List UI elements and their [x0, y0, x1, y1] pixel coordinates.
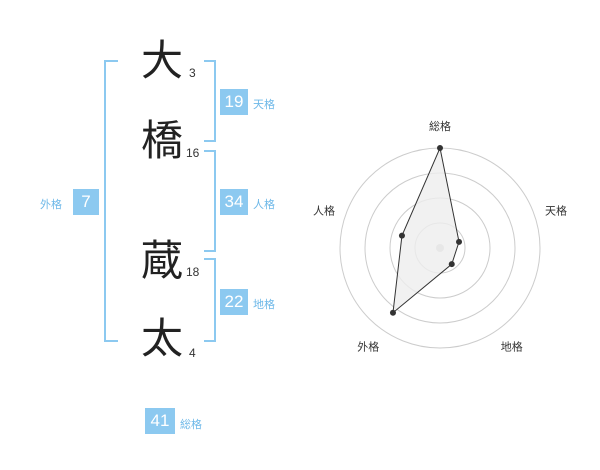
- stroke-count-3: 18: [186, 265, 200, 279]
- radar-axis-label: 外格: [357, 340, 379, 354]
- radar-axis-label: 地格: [501, 340, 523, 354]
- radar-point-3: [448, 261, 455, 268]
- tenkaku-badge: 19: [220, 89, 248, 115]
- stroke-count-1: 3: [189, 66, 196, 80]
- radar-axis-label: 天格: [545, 203, 567, 217]
- tenkaku-bracket: [204, 60, 216, 142]
- soukaku-badge: 41: [145, 408, 175, 434]
- radar-axis-label: 総格: [429, 119, 451, 133]
- radar-point-2: [456, 238, 463, 245]
- jinkaku-badge: 34: [220, 189, 248, 215]
- jinkaku-label: 人格: [253, 198, 275, 211]
- name-char-2: 橋: [141, 116, 184, 165]
- name-char-4: 太: [141, 314, 184, 363]
- gaikaku-bracket: [104, 60, 118, 342]
- chikaku-badge: 22: [220, 289, 248, 315]
- radar-point-1: [437, 145, 443, 151]
- stroke-count-4: 4: [189, 346, 196, 360]
- radar-axis-label: 人格: [313, 203, 335, 217]
- radar-series-polygon: [392, 146, 460, 314]
- chikaku-label: 地格: [253, 298, 275, 311]
- name-char-3: 蔵: [141, 236, 184, 285]
- tenkaku-label: 天格: [253, 98, 275, 111]
- radar-point-5: [398, 232, 405, 239]
- gaikaku-label: 外格: [40, 198, 62, 211]
- gaikaku-badge: 7: [73, 189, 99, 215]
- stroke-count-2: 16: [186, 146, 200, 160]
- radar-point-4: [389, 309, 396, 316]
- name-char-1: 大: [141, 36, 184, 85]
- jinkaku-bracket: [204, 150, 216, 252]
- soukaku-label: 総格: [180, 418, 202, 431]
- chikaku-bracket: [204, 258, 216, 342]
